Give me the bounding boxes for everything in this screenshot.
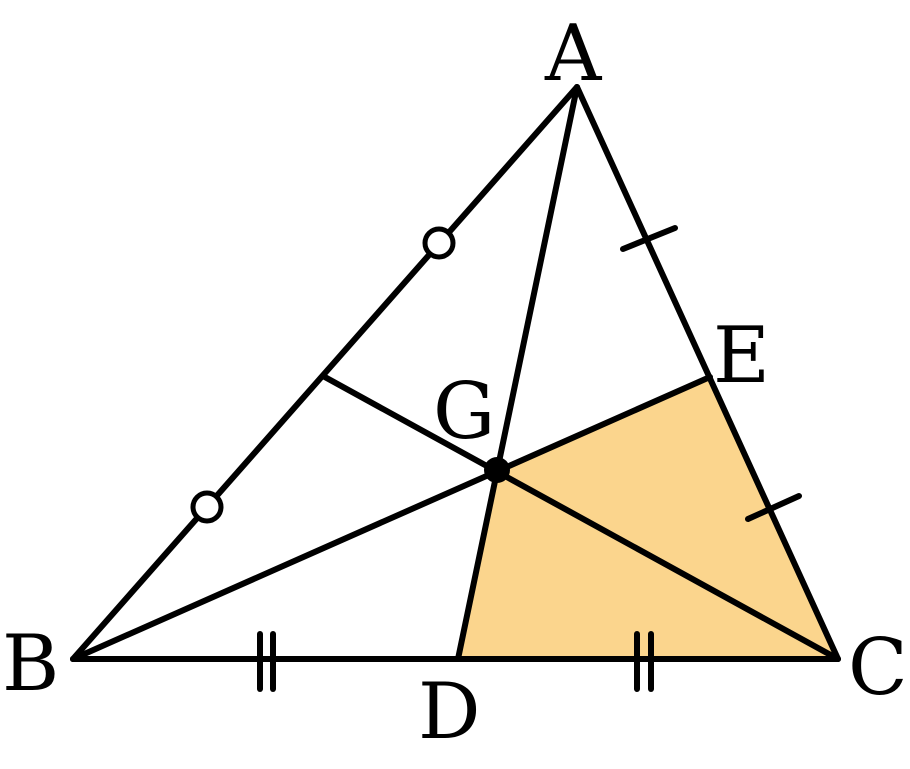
median-be [70, 374, 713, 662]
label-c: C [848, 623, 908, 713]
shaded-region-gecd [458, 377, 838, 659]
median-ad [455, 84, 580, 662]
centroid-point-g [484, 457, 510, 483]
label-b: B [2, 619, 59, 709]
label-e: E [713, 311, 770, 401]
side-ac [574, 84, 841, 662]
circle-mark-fb [190, 490, 224, 524]
tick-ae [620, 225, 678, 252]
median-cf [320, 373, 841, 662]
label-g: G [433, 367, 495, 457]
circle-mark-af [422, 226, 456, 260]
label-d: D [418, 667, 481, 757]
label-a: A [544, 9, 603, 99]
tick-ec [745, 493, 802, 522]
side-ab [70, 84, 580, 662]
